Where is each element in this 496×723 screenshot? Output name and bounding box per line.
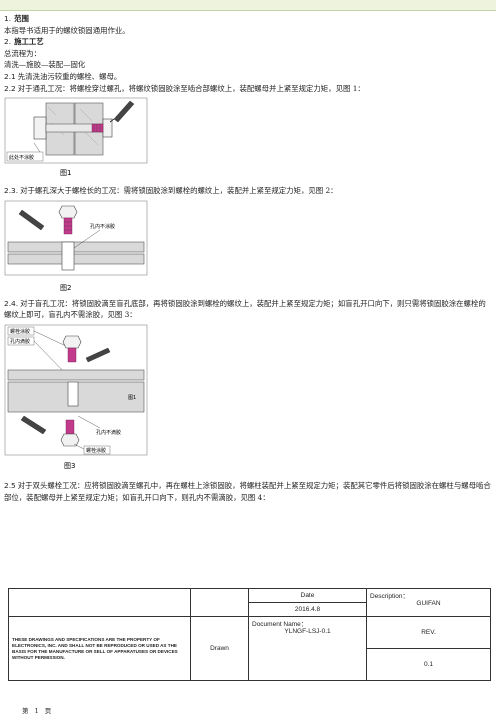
title-block: Date Description： GUIFAN 2016.4.8 THESE …	[8, 588, 491, 692]
figure-2-caption: 图2	[60, 284, 71, 292]
rev-value: 0.1	[366, 648, 491, 681]
figure-3-drawing: 螺栓涂胶 孔内滴胶 图1 孔内不滴胶 螺栓涂胶 图3	[4, 324, 148, 470]
figure-3-label-fig1: 图1	[128, 395, 136, 401]
page-number: 第 1 页	[22, 707, 52, 715]
top-banner	[0, 0, 496, 11]
document-name-label: Document Name：	[252, 621, 308, 628]
figure-3-label-no-drip: 孔内不滴胶	[96, 429, 121, 436]
date-label: Date	[248, 588, 367, 603]
description-value: GUIFAN	[416, 600, 441, 607]
paragraph-2-3: 2.3.对于螺孔深大于螺栓长的工况：需将锁固胶涂到螺栓的螺纹上，装配并上紧至规定…	[4, 186, 338, 196]
description-label: Description：	[370, 593, 410, 600]
figure-1-caption: 图1	[60, 169, 71, 177]
disclaimer-text: THESE DRAWINGS AND SPECIFICATIONS ARE TH…	[8, 616, 191, 681]
document-name-value: YLNGF-LSJ-0.1	[284, 628, 331, 635]
scope-text: 本指导书适用于的螺纹锁固通用作业。	[4, 25, 130, 35]
figure-1-note: 此处不涂胶	[9, 154, 34, 161]
figure-3: 螺栓涂胶 孔内滴胶 图1 孔内不滴胶 螺栓涂胶 图3	[4, 323, 492, 474]
document-body: 1.范围 本指导书适用于的螺纹锁固通用作业。 2.施工工艺 总流程为： 清洗—施…	[4, 13, 492, 503]
document-name-cell: Document Name： YLNGF-LSJ-0.1	[248, 616, 367, 681]
title-block-table: Date Description： GUIFAN 2016.4.8 THESE …	[8, 588, 491, 681]
section-heading-process: 2.施工工艺	[4, 37, 44, 47]
figure-2-note: 孔内不涂胶	[90, 223, 115, 230]
figure-3-label-hole-drip: 孔内滴胶	[10, 338, 30, 345]
flow-label: 总流程为：	[4, 48, 41, 58]
figure-1-drawing: 此处不涂胶 图1	[4, 97, 148, 177]
rev-label: REV.	[366, 616, 491, 649]
date-value: 2016.4.8	[248, 602, 367, 617]
figure-3-label-bolt-glue-bottom: 螺栓涂胶	[86, 447, 106, 454]
drawn-label: Drawn	[190, 616, 249, 681]
flow-text: 清洗—施胶—装配—固化	[4, 60, 86, 70]
figure-2-drawing: 孔内不涂胶 图2	[4, 200, 148, 292]
figure-1: 此处不涂胶 图1	[4, 97, 492, 184]
figure-2: 孔内不涂胶 图2	[4, 199, 492, 296]
paragraph-2-4: 2.4.对于盲孔工况：将锁固胶滴至盲孔底部，再将锁固胶涂到螺栓的螺纹上，装配并上…	[4, 298, 486, 320]
description-cell: Description： GUIFAN	[366, 588, 491, 617]
figure-3-label-bolt-glue-top: 螺栓涂胶	[10, 328, 30, 335]
figure-3-caption: 图3	[64, 462, 75, 470]
section-heading-scope: 1.范围	[4, 14, 29, 23]
